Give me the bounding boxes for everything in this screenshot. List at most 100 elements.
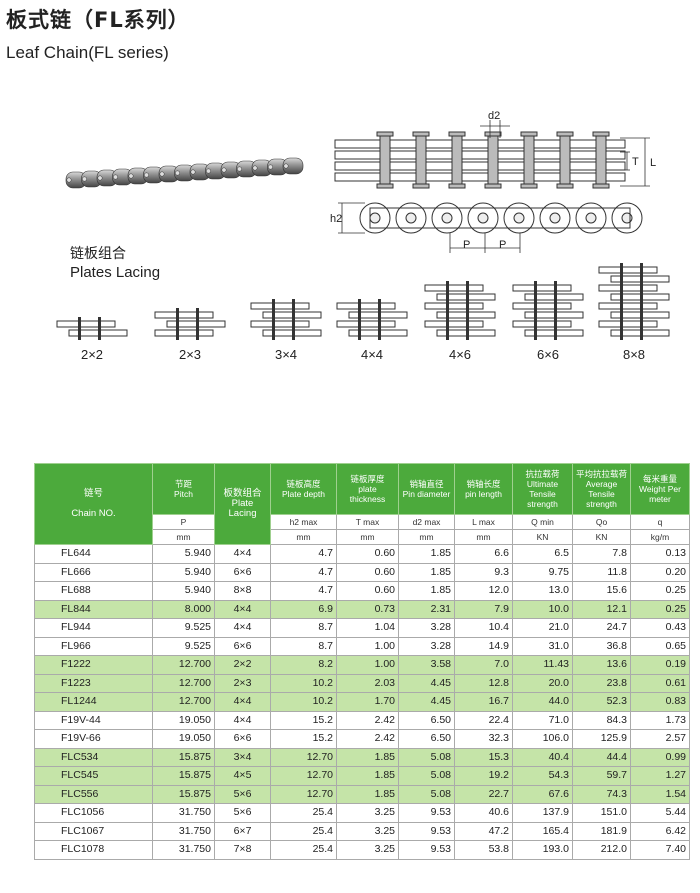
photo-pin: [159, 171, 165, 177]
lacing-pin: [446, 281, 449, 340]
table-cell: 5.940: [152, 544, 215, 564]
diagram-pin-head: [592, 131, 610, 137]
table-cell: 0.60: [336, 544, 399, 564]
lacing-pin: [358, 299, 361, 340]
table-cell: 4.7: [270, 562, 337, 582]
label-p1: P: [463, 239, 470, 251]
table-cell: 25.4: [270, 803, 337, 823]
symbol-cell: q: [630, 514, 690, 530]
table-cell: 31.750: [152, 840, 215, 860]
table-cell: 8.7: [270, 618, 337, 638]
table-cell: 6.42: [630, 821, 690, 841]
label-h2: h2: [330, 213, 342, 225]
diagram-pin: [523, 133, 535, 187]
table-cell: 6.9: [270, 599, 337, 619]
table-cell: 25.4: [270, 840, 337, 860]
table-cell: 12.8: [454, 673, 513, 693]
lacing-plate: [250, 302, 310, 310]
table-cell: 6×6: [214, 636, 271, 656]
table-cell: 1.85: [398, 581, 455, 601]
photo-link: [282, 157, 304, 175]
table-cell: 3.25: [336, 821, 399, 841]
unit-cell: mm: [270, 529, 337, 545]
diagram-pin-head: [556, 131, 574, 137]
table-cell: 5×6: [214, 803, 271, 823]
table-cell: 0.65: [630, 636, 690, 656]
table-cell: 3.25: [336, 840, 399, 860]
lacing-plate: [512, 320, 572, 328]
unit-cell: KN: [572, 529, 631, 545]
chain-dimension-diagram: d2 T L h2 P P: [330, 110, 656, 253]
table-cell: 5.44: [630, 803, 690, 823]
table-cell: 15.875: [152, 766, 215, 786]
side-link-hole: [513, 212, 525, 224]
diagram-pin: [487, 133, 499, 187]
table-cell: 2.03: [336, 673, 399, 693]
chain-photo: [65, 157, 304, 189]
table-cell: F1223: [34, 673, 153, 693]
table-cell: 13.0: [512, 581, 573, 601]
table-cell: 10.2: [270, 673, 337, 693]
side-link-hole: [585, 212, 597, 224]
table-cell: 15.875: [152, 784, 215, 804]
label-t: T: [632, 156, 639, 168]
lacing-diagram: [154, 308, 226, 340]
table-cell: 1.27: [630, 766, 690, 786]
photo-pin: [97, 175, 103, 181]
table-cell: 10.0: [512, 599, 573, 619]
photo-pin: [190, 169, 196, 175]
table-cell: 23.8: [572, 673, 631, 693]
table-cell: 0.43: [630, 618, 690, 638]
lacing-pin: [78, 317, 81, 340]
table-cell: 16.7: [454, 692, 513, 712]
table-cell: 13.6: [572, 655, 631, 675]
table-cell: 14.9: [454, 636, 513, 656]
diagram-pin-head: [448, 183, 466, 189]
table-cell: 40.6: [454, 803, 513, 823]
table-cell: 3.28: [398, 618, 455, 638]
lacing-diagram: [424, 281, 496, 340]
table-cell: 7.9: [454, 599, 513, 619]
table-cell: 9.75: [512, 562, 573, 582]
lacing-title-zh: 链板组合: [70, 246, 126, 262]
table-cell: 1.85: [336, 766, 399, 786]
lacing-pin: [534, 281, 537, 340]
lacing-label: 2×2: [80, 347, 104, 362]
table-cell: 8.000: [152, 599, 215, 619]
table-cell: 1.85: [336, 784, 399, 804]
table-cell: FL844: [34, 599, 153, 619]
lacing-plate: [336, 302, 396, 310]
photo-pin: [66, 177, 72, 183]
table-cell: 0.25: [630, 581, 690, 601]
table-cell: 0.83: [630, 692, 690, 712]
table-cell: 0.60: [336, 581, 399, 601]
table-cell: 10.2: [270, 692, 337, 712]
diagram-pin-head: [412, 183, 430, 189]
table-cell: 31.0: [512, 636, 573, 656]
table-cell: 24.7: [572, 618, 631, 638]
lacing-pin: [292, 299, 295, 340]
table-cell: 15.2: [270, 710, 337, 730]
lacing-diagram: [512, 281, 584, 340]
table-cell: 54.3: [512, 766, 573, 786]
diagram-pin-head: [556, 183, 574, 189]
symbol-cell: Qo: [572, 514, 631, 530]
table-cell: 2.57: [630, 729, 690, 749]
unit-cell: kg/m: [630, 529, 690, 545]
side-link-hole: [549, 212, 561, 224]
label-d2: d2: [488, 110, 500, 122]
diagram-pin: [559, 133, 571, 187]
table-cell: 193.0: [512, 840, 573, 860]
symbol-cell: d2 max: [398, 514, 455, 530]
table-cell: 84.3: [572, 710, 631, 730]
table-cell: 12.70: [270, 766, 337, 786]
